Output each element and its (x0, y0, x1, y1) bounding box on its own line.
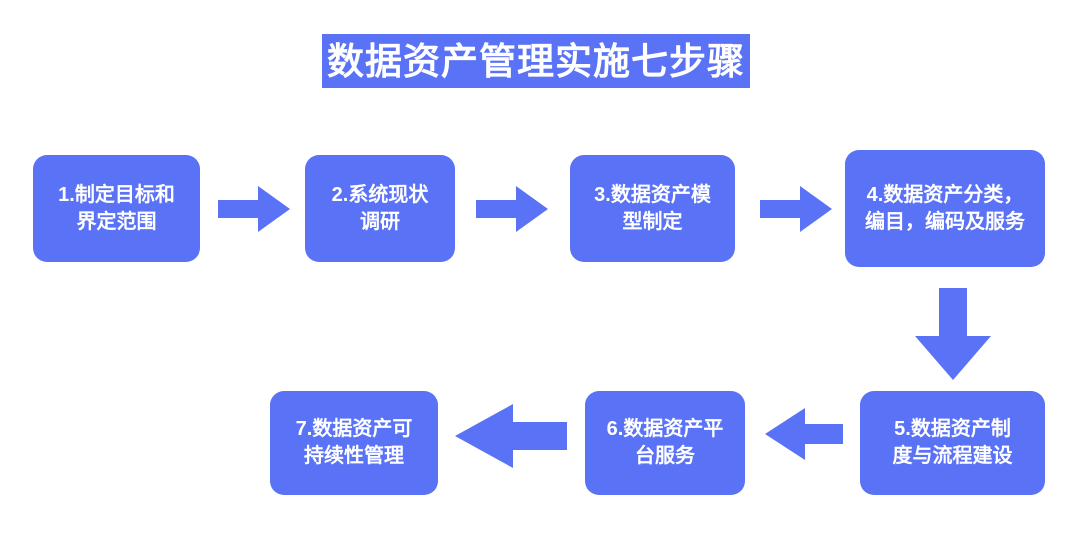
page-title: 数据资产管理实施七步骤 (322, 34, 750, 88)
arrow-left-icon-step5-to-step6 (765, 408, 843, 460)
step-box-1[interactable]: 1.制定目标和 界定范围 (33, 155, 200, 262)
arrow-left-icon-step6-to-step7 (455, 404, 567, 468)
step-label-1: 1.制定目标和 界定范围 (58, 183, 175, 233)
step-box-4[interactable]: 4.数据资产分类， 编目，编码及服务 (845, 150, 1045, 267)
page-title-text: 数据资产管理实施七步骤 (327, 40, 745, 82)
step-label-7: 7.数据资产可 持续性管理 (295, 418, 413, 467)
step-box-5[interactable]: 5.数据资产制 度与流程建设 (860, 391, 1045, 495)
step-box-2[interactable]: 2.系统现状 调研 (305, 155, 455, 262)
step-label-3: 3.数据资产模 型制定 (594, 183, 711, 233)
arrow-right-icon-step2-to-step3 (476, 186, 548, 232)
step-box-3[interactable]: 3.数据资产模 型制定 (570, 155, 735, 262)
step-label-6: 6.数据资产平 台服务 (606, 418, 724, 467)
arrow-down-icon-step4-to-step5 (915, 288, 991, 380)
step-label-5: 5.数据资产制 度与流程建设 (892, 418, 1013, 467)
step-box-6[interactable]: 6.数据资产平 台服务 (585, 391, 745, 495)
arrow-right-icon-step1-to-step2 (218, 186, 290, 232)
step-box-7[interactable]: 7.数据资产可 持续性管理 (270, 391, 438, 495)
step-label-4: 4.数据资产分类， 编目，编码及服务 (865, 183, 1025, 233)
arrow-right-icon-step3-to-step4 (760, 186, 832, 232)
step-label-2: 2.系统现状 调研 (331, 183, 429, 233)
